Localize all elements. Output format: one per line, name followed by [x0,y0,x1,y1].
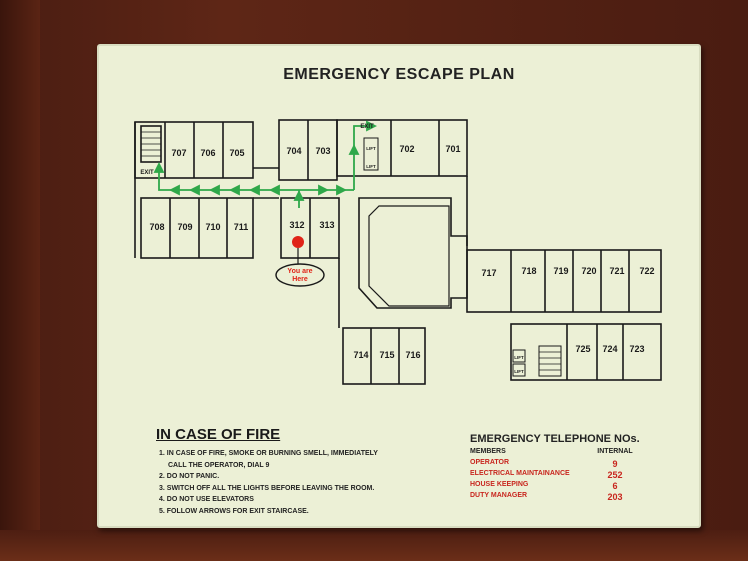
telephone-header-row: MEMBERS INTERNAL [470,448,650,459]
lift-label-2: LIFT [366,164,376,169]
room-723: 723 [629,344,644,354]
room-706: 706 [200,148,215,158]
room-716: 716 [405,350,420,360]
telephone-row: HOUSE KEEPING 6 [470,481,618,491]
you-are-here-line1: You are [287,268,312,275]
telephone-row: ELECTRICAL MAINTAINANCE 252 [470,470,623,480]
fire-step-2: 2. DO NOT PANIC. [159,473,220,480]
room-725: 725 [575,344,590,354]
you-are-here-dot [292,236,304,248]
block-714-716 [342,327,426,385]
room-719: 719 [553,266,568,276]
room-710: 710 [205,222,220,232]
room-704: 704 [286,146,301,156]
room-703: 703 [315,146,330,156]
room-722: 722 [639,266,654,276]
escape-arrows [153,120,378,208]
fire-step-4: 4. DO NOT USE ELEVATORS [159,496,254,503]
sign-title: EMERGENCY ESCAPE PLAN [283,66,515,83]
room-702: 702 [399,144,414,154]
you-are-here-line2: Here [292,276,308,283]
floor-plan: 707 706 705 704 703 702 701 708 709 710 … [134,119,662,385]
fire-step-1: 1. IN CASE OF FIRE, SMOKE OR BURNING SME… [159,450,378,457]
room-715: 715 [379,350,394,360]
telephone-row: OPERATOR 9 [470,459,618,469]
lift-label-1: LIFT [366,146,376,151]
room-701: 701 [445,144,460,154]
col-internal: INTERNAL [597,448,633,455]
wall-left [0,0,40,561]
telephone-table: MEMBERS INTERNAL OPERATOR 9 ELECTRICAL M… [470,448,650,503]
col-members: MEMBERS [470,448,506,455]
escape-plan-sign: EMERGENCY ESCAPE PLAN [97,44,701,528]
room-312: 312 [289,220,304,230]
exit-label-top: EXIT [360,124,374,130]
fire-step-1-cont: CALL THE OPERATOR, DIAL 9 [168,461,270,469]
room-705: 705 [229,148,244,158]
right-wing-top [466,249,662,313]
wall-bottom [0,530,748,561]
left-wing-bottom-block [140,197,254,259]
room-313: 313 [319,220,334,230]
room-714: 714 [353,350,368,360]
block-702-701 [336,119,468,177]
room-720: 720 [581,266,596,276]
telephone-heading: EMERGENCY TELEPHONE NOs. [470,433,640,445]
room-718: 718 [521,266,536,276]
you-are-here-callout [275,263,325,287]
room-708: 708 [149,222,164,232]
room-707: 707 [171,148,186,158]
lift-label-4: LIFT [514,369,524,374]
fire-step-5: 5. FOLLOW ARROWS FOR EXIT STAIRCASE. [159,507,309,515]
room-labels: 707 706 705 704 703 702 701 708 709 710 … [140,124,654,374]
fire-steps: 1. IN CASE OF FIRE, SMOKE OR BURNING SME… [159,448,378,517]
telephone-row: DUTY MANAGER 203 [470,492,623,502]
exit-label-left: EXIT [140,170,154,176]
room-709: 709 [177,222,192,232]
room-724: 724 [602,344,617,354]
room-711: 711 [234,222,249,232]
lift-label-3: LIFT [514,355,524,360]
fire-heading: IN CASE OF FIRE [156,426,281,443]
room-721: 721 [609,266,624,276]
right-wing-bottom [510,323,662,381]
room-717: 717 [481,268,496,278]
fire-step-3: 3. SWITCH OFF ALL THE LIGHTS BEFORE LEAV… [159,484,375,492]
